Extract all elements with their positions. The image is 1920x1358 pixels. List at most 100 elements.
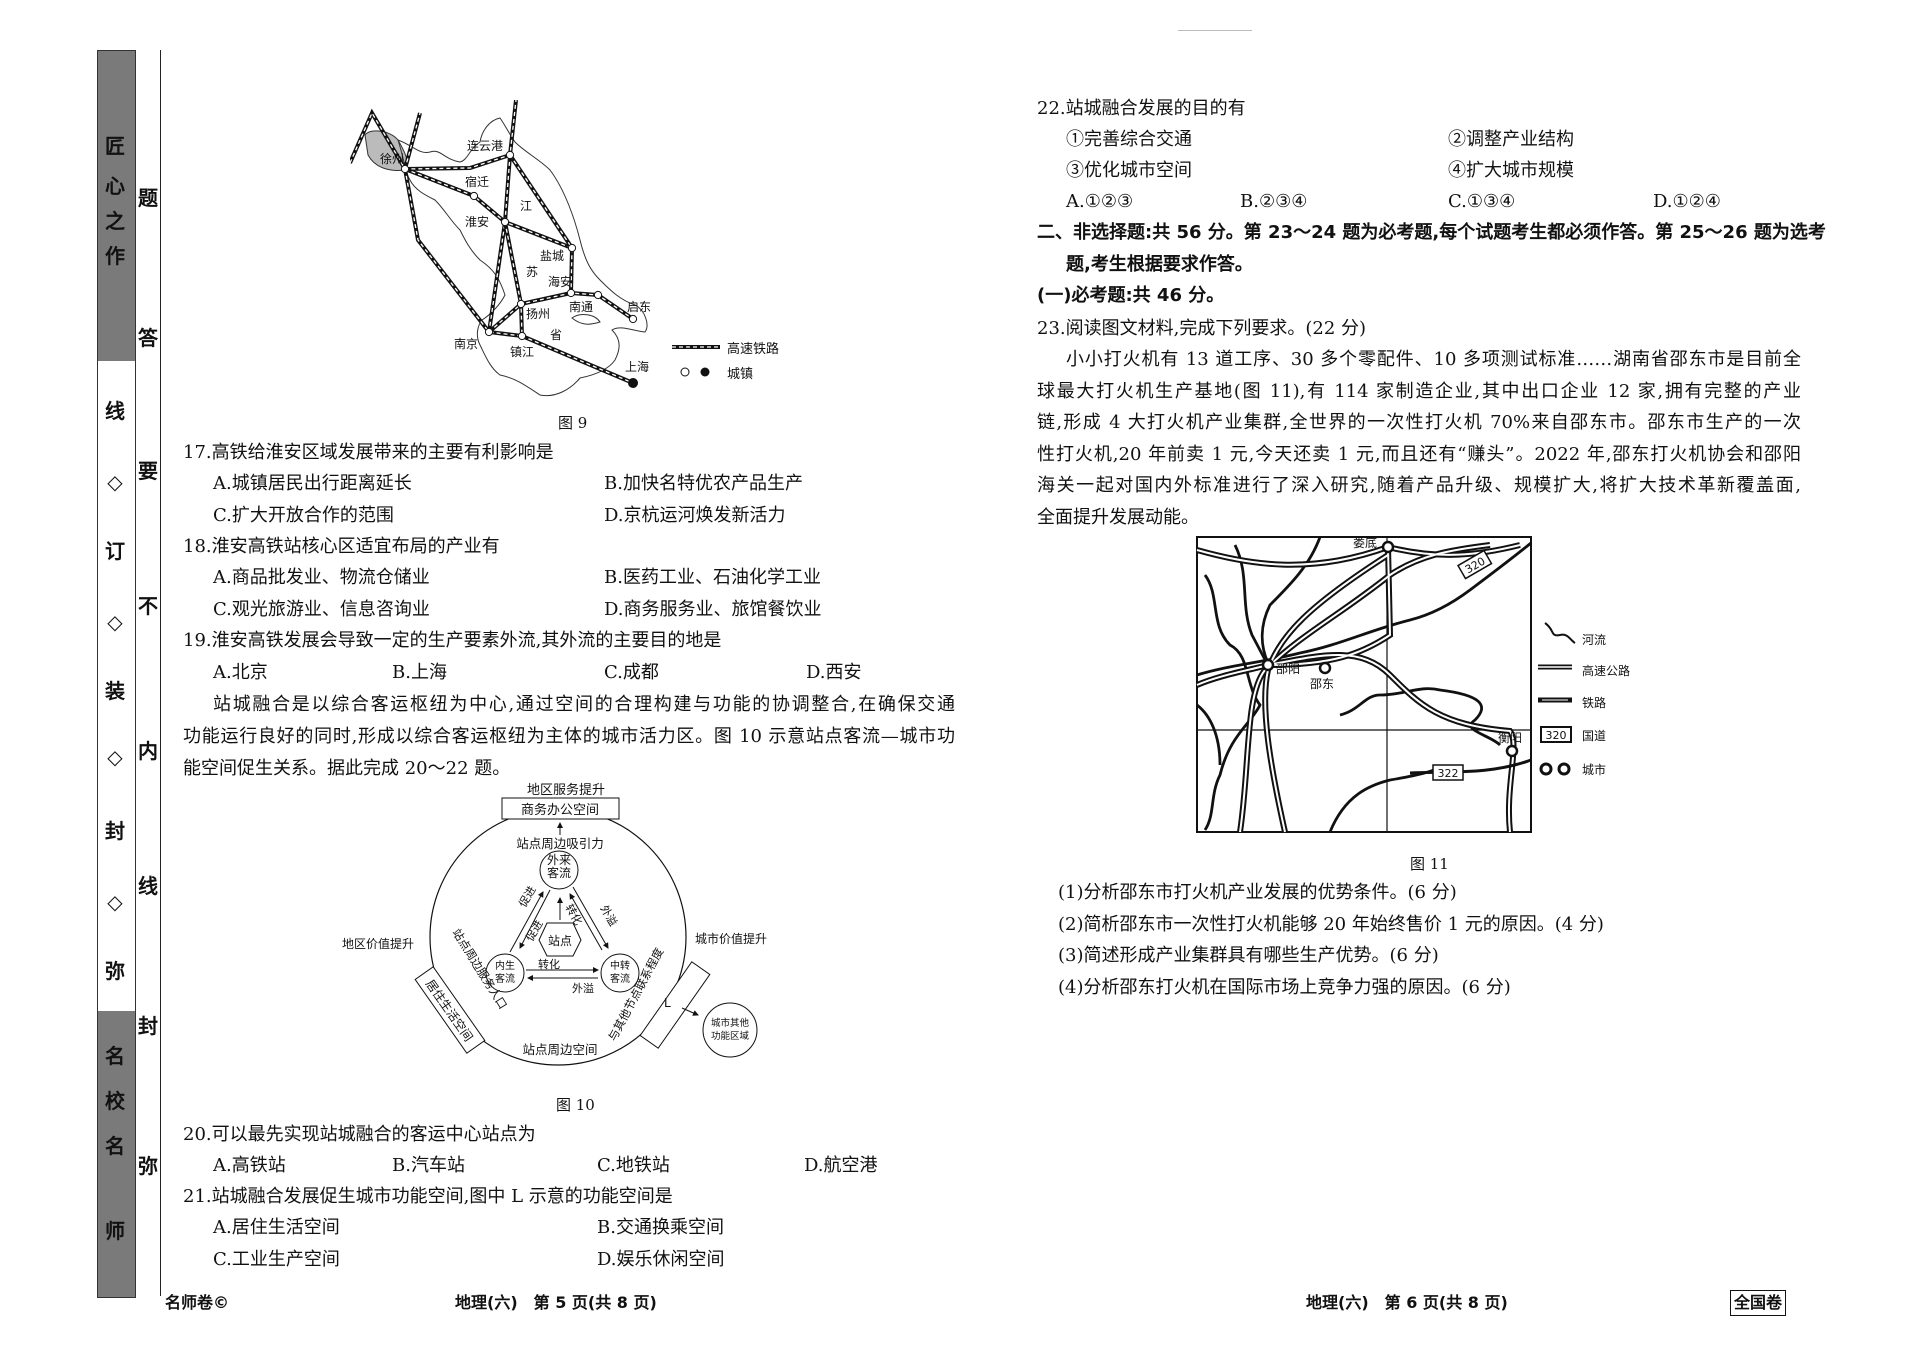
figure-11-map: 娄底 邵阳 邵东 衡阳 320 322 河流 高速公路 铁路 320 国道 城市 [1195,535,1630,833]
strip-char: 之 [105,209,125,233]
q19-option-a[interactable]: A.北京 [213,662,268,683]
legend-national-road: 国道 [1582,729,1606,743]
figure-9-map: 徐州连云港宿迁淮安盐城海安南通启东扬州南京镇江上海江苏省 高速铁路 城镇 [350,100,779,397]
strip-inner-char: 答 [138,326,158,350]
q22-item-1: ①完善综合交通 [1066,129,1192,150]
q17-option-b[interactable]: B.加快名特优农产品生产 [604,473,803,494]
q22-option-b[interactable]: B.②③④ [1240,191,1308,212]
lake [571,314,601,325]
strip-inner-char: 不 [138,594,158,618]
q17-stem: 17.高铁给淮安区域发展带来的主要有利影响是 [183,442,554,463]
strip-char: 订 [105,539,125,563]
station-hexagon [538,922,582,957]
town-marker [500,217,510,227]
q23-sub-2: (2)简析邵东市一次性打火机能够 20 年始终售价 1 元的原因。(4 分) [1058,914,1604,935]
right-box [639,961,711,1049]
road-320-shield [1456,549,1493,580]
transfer-flow-node [600,953,640,993]
province-label-char: 江 [520,199,532,213]
legend-town-filled-icon [700,367,710,377]
q18-option-c[interactable]: C.观光旅游业、信息咨询业 [213,599,430,620]
city-label: 南通 [569,299,593,314]
q18-option-b[interactable]: B.医药工业、石油化学工业 [604,567,821,588]
high-speed-rail-line [521,334,634,385]
legend-town-open-icon [680,367,690,377]
q21-option-b[interactable]: B.交通换乘空间 [597,1217,724,1238]
strip-inner-char: 弥 [138,1154,158,1178]
q22-option-c[interactable]: C.①③④ [1448,191,1516,212]
strip-char: ◇ [107,745,123,769]
q19-option-d[interactable]: D.西安 [806,662,862,683]
town-marker [505,150,515,160]
town-marker [628,314,638,324]
other-area-label: 城市其他功能区域 [711,1017,750,1042]
q22-option-d[interactable]: D.①②④ [1653,191,1721,212]
high-speed-rail-line [488,303,522,333]
left-value-label: 地区价值提升 [342,936,414,951]
q22-stem: 22.站城融合发展的目的有 [1037,98,1246,119]
high-speed-rail-line [521,335,634,384]
strip-char: 作 [105,244,125,268]
internal-flow-node [485,953,525,993]
high-speed-rail-line [404,168,572,337]
spill-label-2: 外溢 [572,981,594,995]
q18-option-d[interactable]: D.商务服务业、旅馆餐饮业 [604,599,822,620]
q19-option-b[interactable]: B.上海 [392,662,447,683]
legend-national-road-icon [1540,726,1572,743]
q21-stem: 21.站城融合发展促生城市功能空间,图中 L 示意的功能空间是 [183,1186,673,1207]
q20-stem: 20.可以最先实现站城融合的客运中心站点为 [183,1124,536,1145]
figure-11-caption: 图 11 [1410,855,1449,873]
city-markers [1261,540,1519,758]
q20-option-d[interactable]: D.航空港 [804,1155,878,1176]
city-label: 宿迁 [465,174,489,189]
q23-passage-line: 球最大打火机生产基地(图 11),有 114 家制造企业,其中出口企业 12 家… [1037,380,1801,402]
high-speed-rail-line [350,100,517,170]
town-marker [628,378,638,388]
strip-char: 校 [105,1089,125,1113]
city-hengyang: 衡阳 [1498,731,1522,745]
right-value-label: 城市价值提升 [695,931,767,946]
strip-char: 名 [105,1044,125,1068]
q21-option-a[interactable]: A.居住生活空间 [213,1217,340,1238]
q21-option-c[interactable]: C.工业生产空间 [213,1249,340,1270]
province-label-char: 省 [550,328,562,342]
figure-10-caption: 图 10 [556,1096,595,1114]
legend-rail-label: 高速铁路 [727,341,779,357]
internal-flow-label: 内生客流 [495,959,515,985]
legend-river: 河流 [1582,633,1606,647]
q22-option-a[interactable]: A.①②③ [1066,191,1134,212]
city-shaodong: 邵东 [1310,677,1334,691]
top-label: 地区服务提升 [527,782,605,798]
q21-option-d[interactable]: D.娱乐休闲空间 [597,1249,725,1270]
q18-option-a[interactable]: A.商品批发业、物流仓储业 [213,567,430,588]
station-label: 站点 [548,934,572,948]
strip-char: 师 [105,1219,125,1243]
convert-label-2: 转化 [538,957,560,971]
q23-passage-line: 性打火机,20 年前卖 1 元,今天还卖 1 元,而且还有“赚头”。2022 年… [1037,443,1801,465]
q20-option-a[interactable]: A.高铁站 [213,1155,286,1176]
q23-sub-3: (3)简述形成产业集群具有哪些生产优势。(6 分) [1058,945,1439,966]
legend-railway: 铁路 [1582,695,1606,710]
strip-char: 线 [105,399,125,423]
high-speed-rail-line [487,154,512,333]
left-box-label: 居住生活空间 [423,977,476,1044]
strip-inner-char: 线 [138,874,158,898]
q20-option-b[interactable]: B.汽车站 [392,1155,465,1176]
town-marker [516,299,526,309]
footer-page-5: 地理(六) 第 5 页(共 8 页) [455,1293,657,1312]
legend-city: 城市 [1582,762,1606,777]
town-marker [469,191,479,201]
q17-option-a[interactable]: A.城镇居民出行距离延长 [213,473,412,494]
road-322-shield [1432,764,1464,781]
q19-option-c[interactable]: C.成都 [604,662,659,683]
city-label: 扬州 [526,306,550,321]
q17-option-d[interactable]: D.京杭运河焕发新活力 [604,505,786,526]
high-speed-rail-line [488,154,511,333]
q17-option-c[interactable]: C.扩大开放合作的范围 [213,505,394,526]
legend-city-icon [1539,762,1553,776]
strip-inner-char: 封 [138,1014,158,1038]
q23-sub-1: (1)分析邵东市打火机产业发展的优势条件。(6 分) [1058,882,1457,903]
city-label: 连云港 [467,138,503,153]
town-marker [567,243,577,253]
q20-option-c[interactable]: C.地铁站 [597,1155,670,1176]
